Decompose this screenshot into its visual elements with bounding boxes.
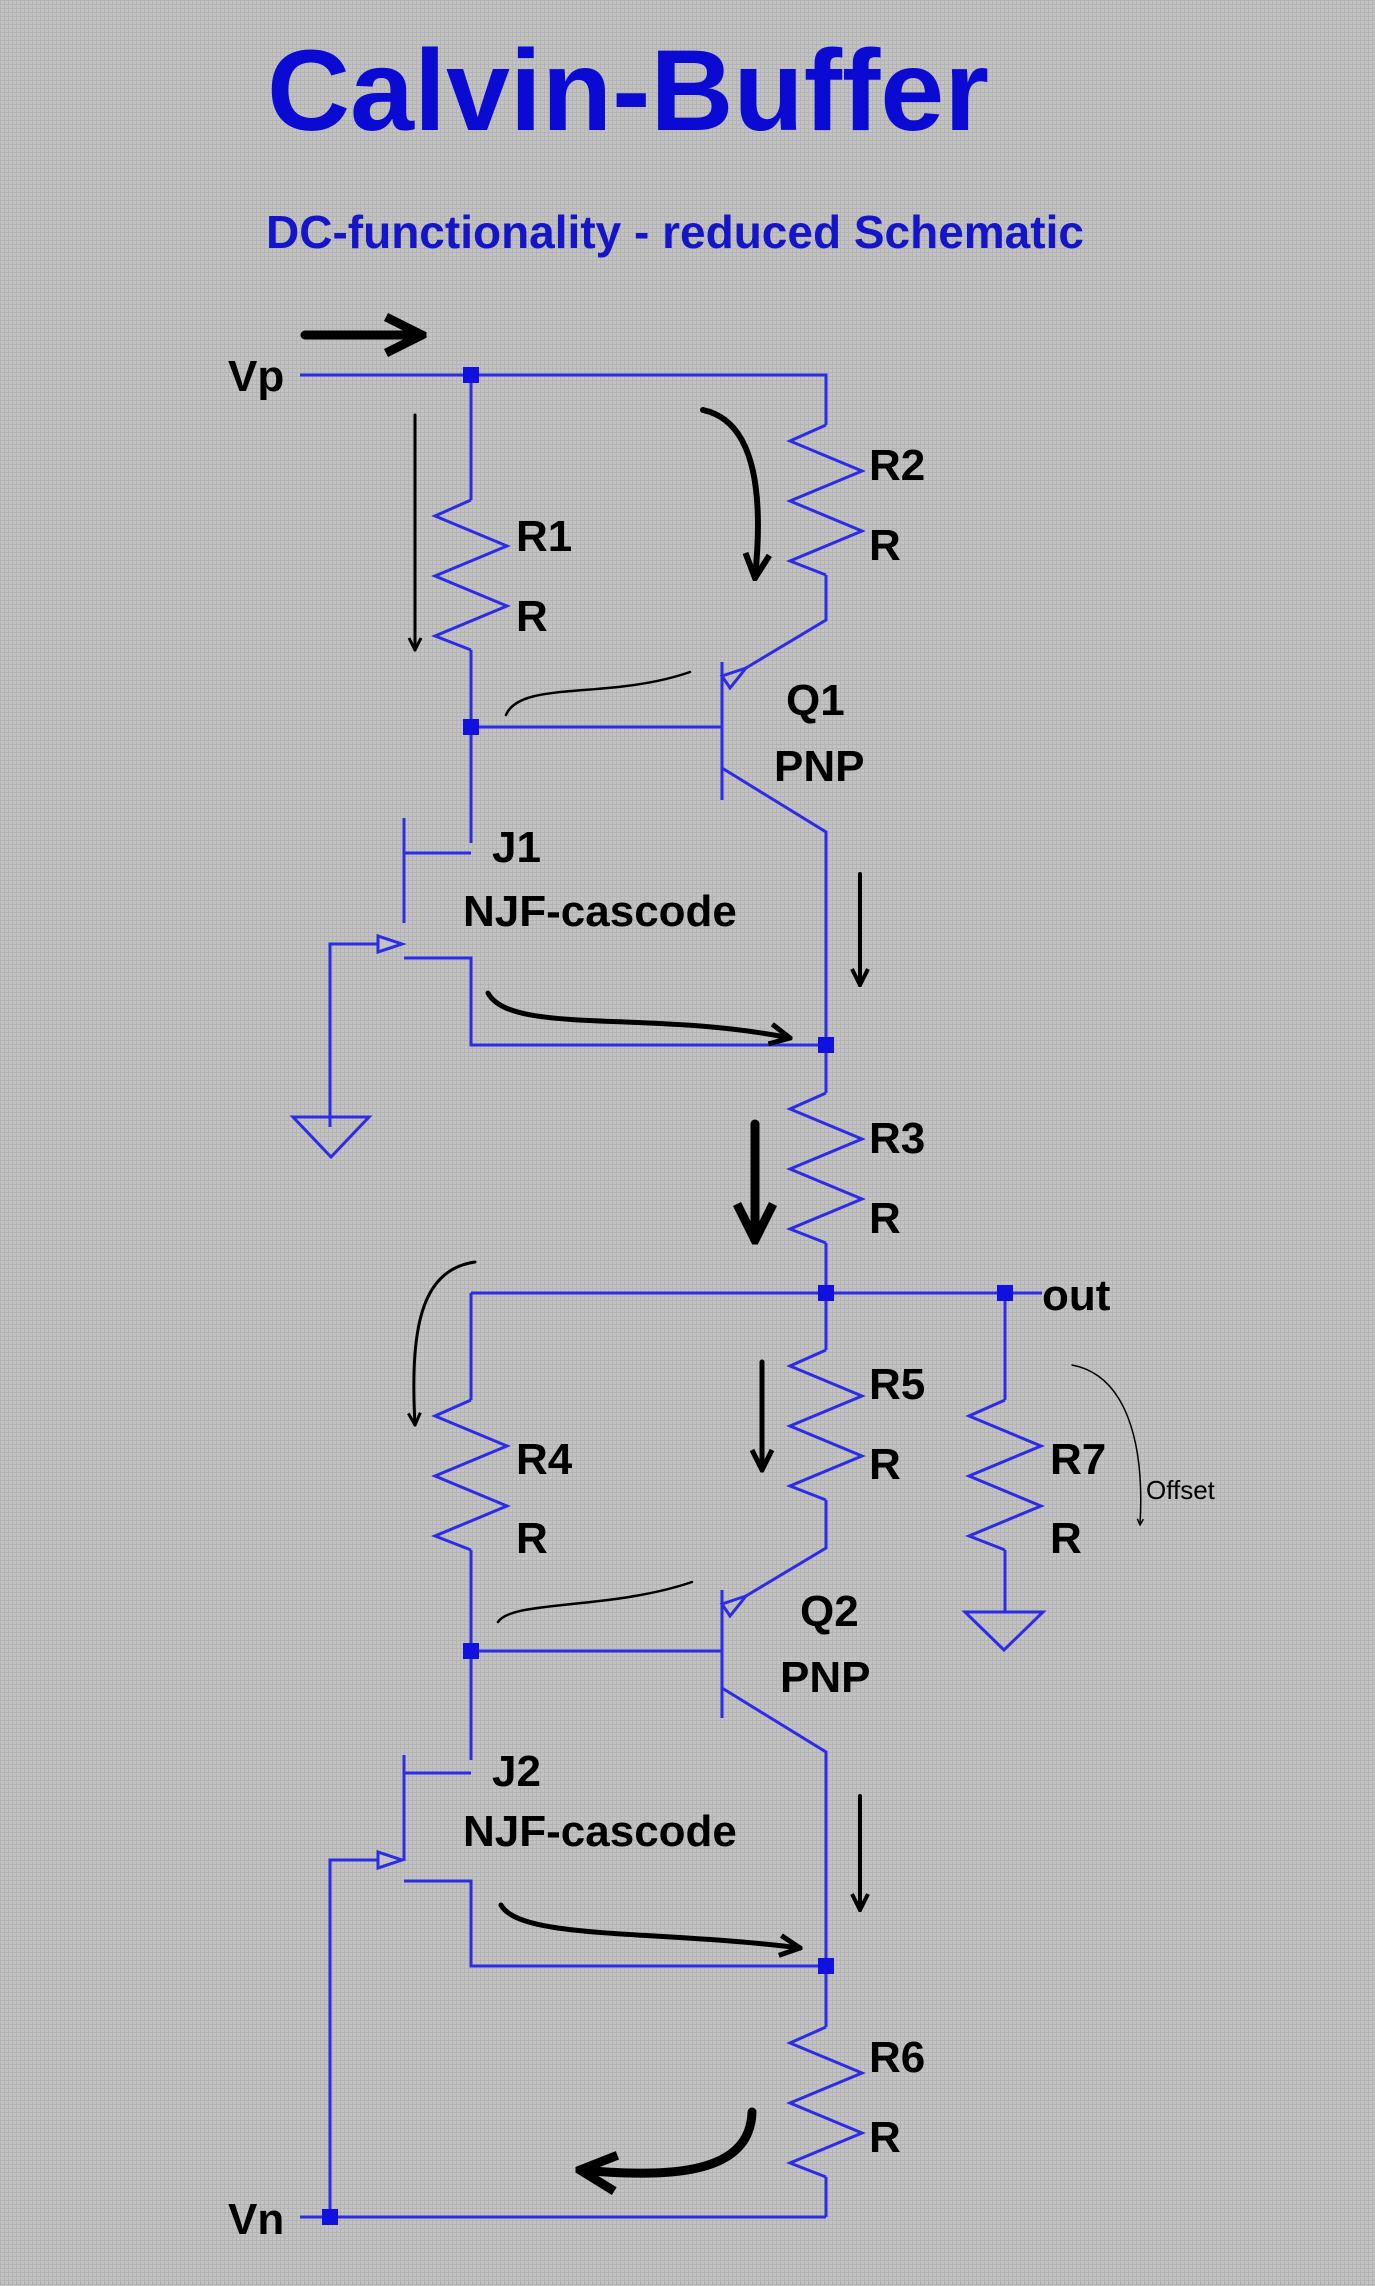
page-title: Calvin-Buffer <box>267 27 989 155</box>
r4-name: R4 <box>516 1435 573 1484</box>
curved-arrow-icon <box>496 1580 694 1624</box>
r1-value: R <box>516 592 548 641</box>
q1-symbol <box>719 664 751 691</box>
curved-arrow-icon <box>1071 1364 1141 1525</box>
r6-name: R6 <box>869 2033 925 2082</box>
q1-type: PNP <box>774 742 864 791</box>
r2-name: R2 <box>869 441 925 490</box>
current-flow-arrows <box>300 335 1141 2173</box>
q2-type: PNP <box>780 1653 870 1702</box>
r5-value: R <box>869 1440 901 1489</box>
r1-name: R1 <box>516 512 572 561</box>
q2-symbol <box>719 1592 751 1619</box>
j2-symbol <box>376 1849 407 1871</box>
r3-name: R3 <box>869 1114 925 1163</box>
wiring <box>300 373 1045 2219</box>
curved-arrow-icon <box>414 1260 477 1425</box>
net-label-vn: Vn <box>228 2195 284 2244</box>
j1-name: J1 <box>492 823 541 872</box>
j2-name: J2 <box>492 1747 541 1796</box>
q1-name: Q1 <box>786 676 845 725</box>
curved-arrow-icon <box>700 407 758 578</box>
q2-name: Q2 <box>800 1587 859 1636</box>
offset-annotation: Offset <box>1146 1475 1216 1505</box>
curved-arrow-icon <box>485 990 790 1038</box>
curved-arrow-icon <box>580 2107 757 2173</box>
r5-name: R5 <box>869 1360 925 1409</box>
page-subtitle: DC-functionality - reduced Schematic <box>266 206 1084 258</box>
ground-symbol-r7 <box>961 1610 1047 1653</box>
net-label-vp: Vp <box>228 352 284 401</box>
j2-type: NJF-cascode <box>463 1807 737 1856</box>
r4-value: R <box>516 1514 548 1563</box>
r6-value: R <box>869 2113 901 2162</box>
r7-value: R <box>1050 1514 1082 1563</box>
j1-symbol <box>376 933 407 955</box>
r7-name: R7 <box>1050 1435 1106 1484</box>
curved-arrow-icon <box>504 670 692 717</box>
ground-symbol-j1 <box>289 1115 373 1160</box>
curved-arrow-icon <box>498 1902 800 1948</box>
r2-value: R <box>869 521 901 570</box>
r3-value: R <box>869 1194 901 1243</box>
j1-type: NJF-cascode <box>463 887 737 936</box>
junction-nodes <box>322 367 1013 2225</box>
net-label-out: out <box>1042 1271 1111 1320</box>
